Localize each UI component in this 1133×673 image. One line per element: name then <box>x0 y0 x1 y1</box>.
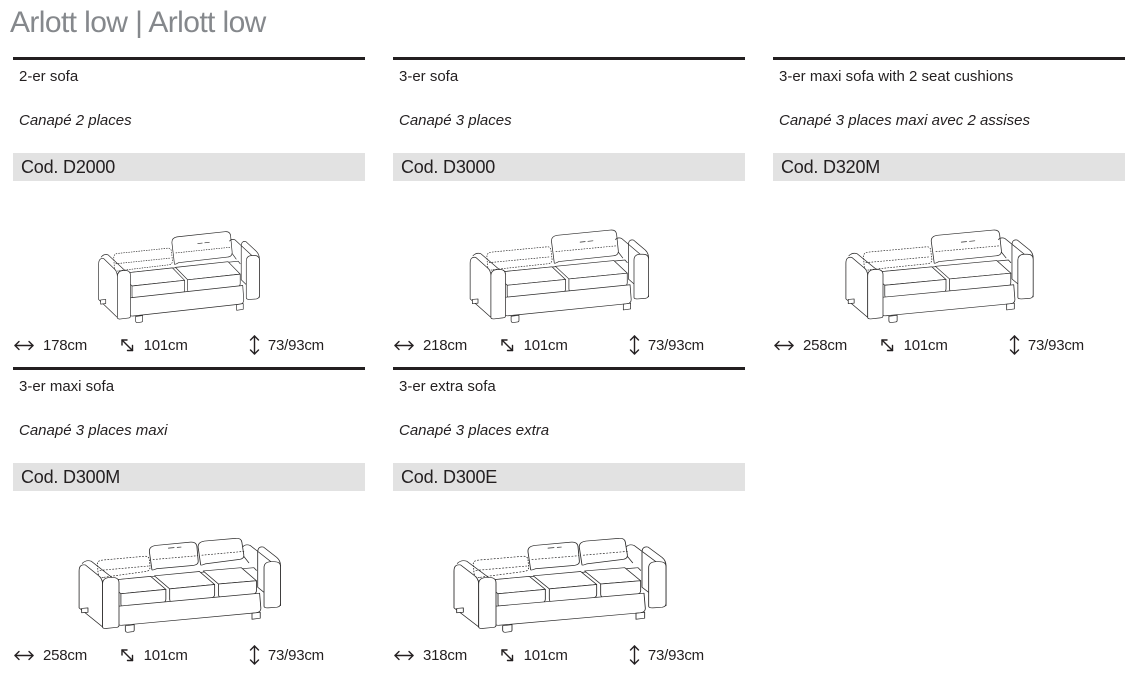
product-name: 3-er extra sofa <box>399 378 496 395</box>
horizontal-double-arrow-icon <box>774 340 794 350</box>
dimension-width: 218cm <box>393 337 499 354</box>
dimensions-row: 218cm 101cm 73/93cm <box>393 333 745 357</box>
dimension-depth-value: 101cm <box>143 336 188 354</box>
dimension-depth: 101cm <box>499 337 629 354</box>
vertical-double-arrow-icon <box>249 335 260 355</box>
horizontal-double-arrow-icon <box>394 340 414 350</box>
horizontal-double-arrow-icon <box>14 650 34 660</box>
product-code: Cod. D320M <box>781 156 881 177</box>
product-subtitle-fr: Canapé 3 places <box>399 112 512 129</box>
product-cell-d2000: 2-er sofa Canapé 2 places Cod. D2000 178… <box>13 57 365 357</box>
product-subtitle-fr: Canapé 3 places maxi avec 2 assises <box>779 112 1030 129</box>
product-code-bar: Cod. D300E <box>393 463 745 491</box>
dimension-height-value: 73/93cm <box>267 336 324 354</box>
product-code-bar: Cod. D3000 <box>393 153 745 181</box>
dimension-height: 73/93cm <box>629 644 745 666</box>
product-code-bar: Cod. D300M <box>13 463 365 491</box>
product-subtitle-fr: Canapé 2 places <box>19 112 132 129</box>
dimension-depth-value: 101cm <box>523 336 568 354</box>
sofa-drawing-2-cushions <box>13 181 365 333</box>
sofa-drawing-3-cushions <box>13 491 365 643</box>
vertical-double-arrow-icon <box>629 335 640 355</box>
product-subtitle-fr: Canapé 3 places maxi <box>19 422 168 439</box>
dimension-height-value: 73/93cm <box>647 646 704 664</box>
vertical-double-arrow-icon <box>1009 335 1020 355</box>
dimension-depth: 101cm <box>879 337 1009 354</box>
dimension-depth-value: 101cm <box>523 646 568 664</box>
dimension-width: 258cm <box>13 647 119 664</box>
product-name: 2-er sofa <box>19 68 79 85</box>
dimension-width-value: 218cm <box>423 336 468 354</box>
product-code-bar: Cod. D2000 <box>13 153 365 181</box>
dimension-width-value: 258cm <box>803 336 848 354</box>
sofa-drawing-2-cushions <box>393 181 745 333</box>
product-cell-d300m: 3-er maxi sofa Canapé 3 places maxi Cod.… <box>13 367 365 667</box>
diagonal-double-arrow-icon <box>120 648 133 661</box>
product-name: 3-er maxi sofa with 2 seat cushions <box>779 68 1014 85</box>
product-grid: 2-er sofa Canapé 2 places Cod. D2000 178… <box>13 57 1125 667</box>
dimensions-row: 258cm 101cm 73/93cm <box>773 333 1125 357</box>
product-name: 3-er sofa <box>399 68 459 85</box>
sofa-drawing-3-cushions <box>393 491 745 643</box>
vertical-double-arrow-icon <box>249 645 260 665</box>
dimension-depth: 101cm <box>119 337 249 354</box>
product-cell-d300e: 3-er extra sofa Canapé 3 places extra Co… <box>393 367 745 667</box>
diagonal-double-arrow-icon <box>880 338 893 351</box>
dimension-width: 178cm <box>13 337 119 354</box>
dimension-depth: 101cm <box>119 647 249 664</box>
dimension-height-value: 73/93cm <box>267 646 324 664</box>
horizontal-double-arrow-icon <box>394 650 414 660</box>
diagonal-double-arrow-icon <box>500 648 513 661</box>
product-code-bar: Cod. D320M <box>773 153 1125 181</box>
vertical-double-arrow-icon <box>629 645 640 665</box>
dimension-width-value: 178cm <box>43 336 88 354</box>
dimension-height: 73/93cm <box>249 334 365 356</box>
product-subtitle-fr: Canapé 3 places extra <box>399 422 550 439</box>
dimension-height-value: 73/93cm <box>647 336 704 354</box>
dimension-width-value: 318cm <box>423 646 468 664</box>
diagonal-double-arrow-icon <box>500 338 513 351</box>
dimension-depth-value: 101cm <box>143 646 188 664</box>
dimension-width: 258cm <box>773 337 879 354</box>
dimension-height: 73/93cm <box>629 334 745 356</box>
dimension-height: 73/93cm <box>249 644 365 666</box>
product-code: Cod. D3000 <box>401 156 496 177</box>
dimension-depth: 101cm <box>499 647 629 664</box>
page-title: Arlott low | Arlott low <box>10 6 266 39</box>
diagonal-double-arrow-icon <box>120 338 133 351</box>
product-name: 3-er maxi sofa <box>19 378 115 395</box>
dimension-width-value: 258cm <box>43 646 88 664</box>
product-code: Cod. D300M <box>21 466 121 487</box>
product-cell-d3000: 3-er sofa Canapé 3 places Cod. D3000 218… <box>393 57 745 357</box>
product-cell-d320m: 3-er maxi sofa with 2 seat cushions Cana… <box>773 57 1125 357</box>
dimension-height: 73/93cm <box>1009 334 1125 356</box>
dimensions-row: 318cm 101cm 73/93cm <box>393 643 745 667</box>
dimensions-row: 258cm 101cm 73/93cm <box>13 643 365 667</box>
sofa-drawing-2-cushions <box>773 181 1125 333</box>
product-code: Cod. D2000 <box>21 156 116 177</box>
dimension-height-value: 73/93cm <box>1027 336 1084 354</box>
dimensions-row: 178cm 101cm 73/93cm <box>13 333 365 357</box>
dimension-depth-value: 101cm <box>903 336 948 354</box>
product-code: Cod. D300E <box>401 466 498 487</box>
dimension-width: 318cm <box>393 647 499 664</box>
horizontal-double-arrow-icon <box>14 340 34 350</box>
